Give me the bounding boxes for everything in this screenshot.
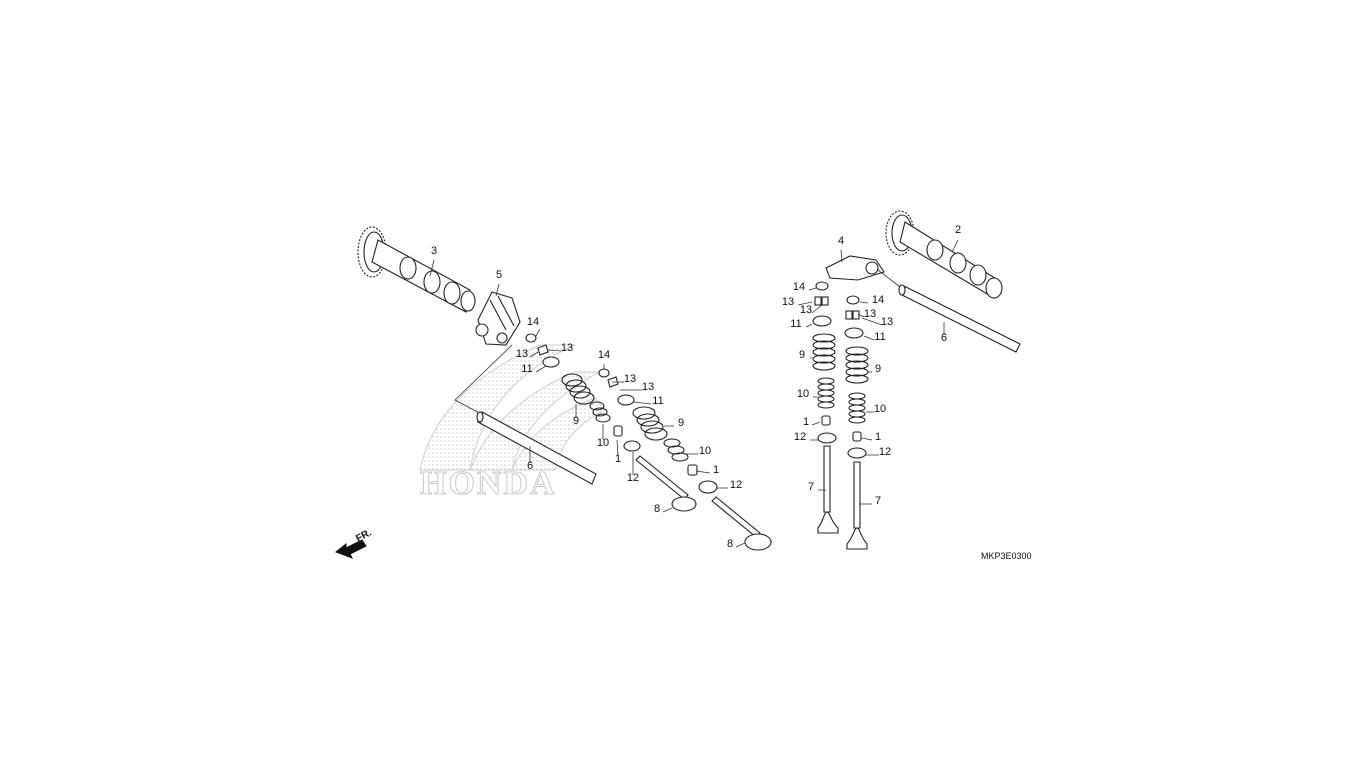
- left-camshaft: [357, 226, 476, 313]
- callout-c14c: 14: [793, 281, 805, 293]
- callout-c14d: 14: [872, 294, 884, 306]
- callout-c6a: 6: [527, 460, 533, 472]
- callout-c2: 2: [955, 224, 961, 236]
- callout-c3: 3: [431, 245, 437, 257]
- callout-c7b: 7: [875, 495, 881, 507]
- right-rocker-arm: [825, 255, 905, 291]
- left-valve-group-b: [598, 368, 772, 551]
- callout-c13a: 13: [516, 348, 528, 360]
- callout-c5: 5: [496, 269, 502, 281]
- left-rocker-arm: [475, 291, 521, 346]
- callout-c8a: 8: [654, 503, 660, 515]
- callout-c13g: 13: [864, 308, 876, 320]
- callout-c12a: 12: [627, 472, 639, 484]
- callout-c9c: 9: [799, 349, 805, 361]
- callout-c13f: 13: [800, 304, 812, 316]
- callout-c10c: 10: [797, 388, 809, 400]
- callout-c11c: 11: [790, 318, 801, 330]
- callout-c12c: 12: [794, 431, 806, 443]
- callout-c4: 4: [838, 235, 844, 247]
- leader-lines: [429, 239, 959, 548]
- callout-c13e: 13: [782, 296, 794, 308]
- callout-c11a: 11: [521, 363, 532, 375]
- callout-c9b: 9: [678, 417, 684, 429]
- callout-c11d: 11: [874, 331, 885, 343]
- callout-c13d: 13: [642, 381, 654, 393]
- right-valve-group-d: [844, 295, 869, 550]
- callout-c1c: 1: [803, 416, 809, 428]
- left-valve-group-a: [525, 333, 697, 512]
- callout-c10d: 10: [874, 403, 886, 415]
- callout-c1b: 1: [713, 464, 719, 476]
- right-rocker-shaft: [898, 284, 1021, 353]
- watermark-brand-text: HONDA: [420, 465, 557, 502]
- callout-c8b: 8: [727, 538, 733, 550]
- callout-c13c: 13: [624, 373, 636, 385]
- diagram-code: MKP3E0300: [981, 551, 1032, 561]
- callout-c6b: 6: [941, 332, 947, 344]
- callout-c10b: 10: [699, 445, 711, 457]
- callout-c12b: 12: [730, 479, 742, 491]
- front-direction-indicator: FR.: [335, 527, 374, 559]
- callout-c14b: 14: [598, 349, 610, 361]
- callout-c1d: 1: [875, 431, 881, 443]
- callout-c11b: 11: [652, 395, 663, 407]
- callout-c12d: 12: [879, 446, 891, 458]
- callout-c13h: 13: [881, 316, 893, 328]
- callout-c13b: 13: [561, 342, 573, 354]
- callout-c9a: 9: [573, 415, 579, 427]
- callout-c1a: 1: [615, 453, 621, 465]
- right-valve-group-c: [812, 281, 839, 534]
- callout-c7a: 7: [808, 481, 814, 493]
- callout-c14a: 14: [527, 316, 539, 328]
- direction-arrow-icon: [335, 539, 367, 559]
- callout-c9d: 9: [875, 363, 881, 375]
- right-camshaft: [885, 210, 1003, 299]
- left-rocker-shaft: [454, 344, 597, 485]
- direction-label: FR.: [354, 527, 374, 544]
- callout-c10a: 10: [597, 437, 609, 449]
